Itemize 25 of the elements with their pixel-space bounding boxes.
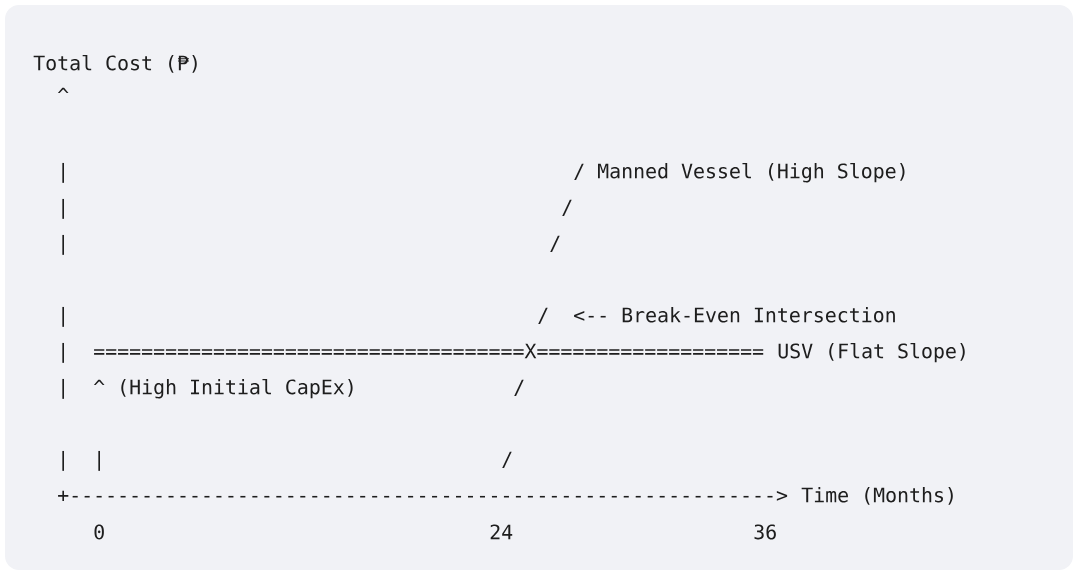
axis-line: | [62,234,64,255]
tick-label: 24 [490,524,513,540]
flat-line: ====================================X=================== [94,343,764,359]
callout-text: <-- Break-Even Intersection [574,307,895,323]
slope-mark: / [550,235,560,252]
tick-label: 0 [94,524,104,540]
tick-label: 36 [754,524,776,540]
axis-line: | [62,450,64,471]
line-label: / Manned Vessel (High Slope) [574,162,905,183]
axis-line: | [62,162,64,183]
slope-mark: / [514,379,524,396]
slope-mark: / [562,199,572,216]
axis-line: | [62,342,64,363]
axis-title: Total Cost (₱) [33,54,197,73]
axis-arrowhead: ^ [57,87,69,94]
line-label: USV (Flat Slope) [778,342,965,363]
pointer-mark: | [98,450,100,471]
callout-text: ^ (High Initial CapEx) [93,378,353,399]
x-axis-line: +-----------------------------------------------------------> [58,490,788,502]
axis-line: | [62,378,64,399]
axis-line: | [62,198,64,219]
axis-title: Time (Months) [801,487,953,505]
slope-mark: / [538,307,548,324]
slope-mark: / [502,451,512,468]
axis-line: | [62,306,64,327]
